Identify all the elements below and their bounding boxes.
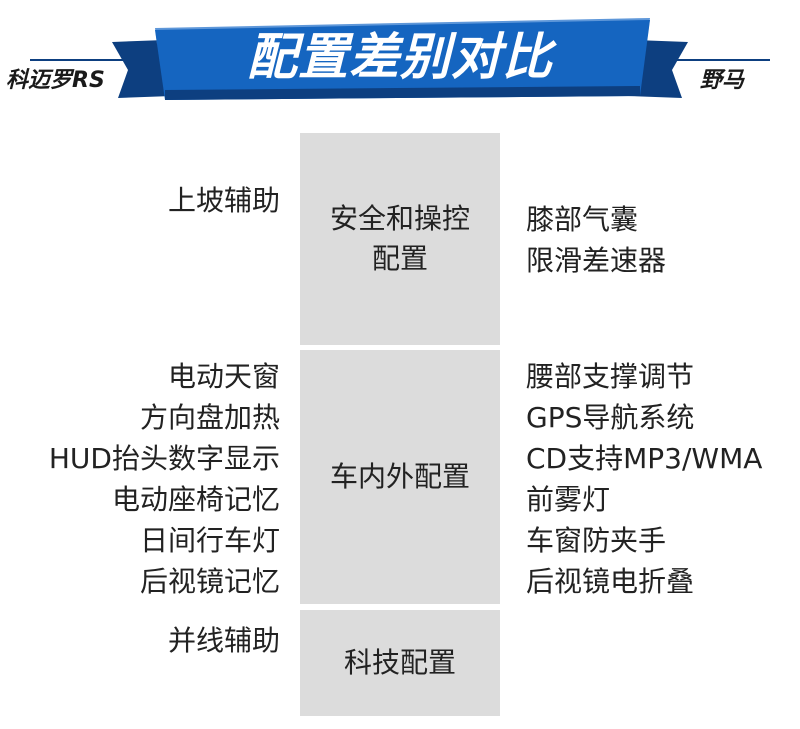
left-car-features-tech: 并线辅助 <box>168 620 280 661</box>
feature-item: 后视镜记忆 <box>139 565 280 598</box>
category-technology: 科技配置 <box>300 610 500 716</box>
right-car-name: 野马 <box>700 68 745 93</box>
feature-item: HUD抬头数字显示 <box>48 442 280 475</box>
category-safety-handling: 安全和操控 配置 <box>300 133 500 345</box>
category-label-line: 科技配置 <box>343 646 456 679</box>
category-label-line: 车内外配置 <box>329 460 470 493</box>
category-interior-exterior: 车内外配置 <box>300 350 500 604</box>
feature-item: 电动座椅记忆 <box>111 483 280 516</box>
feature-item: 方向盘加热 <box>139 401 280 434</box>
feature-item: 并线辅助 <box>167 624 280 657</box>
feature-item: 车窗防夹手 <box>526 524 667 557</box>
feature-item: CD支持MP3/WMA <box>526 442 763 475</box>
title-banner: 配置差别对比 科迈罗RS 野马 <box>0 0 800 110</box>
feature-item: 日间行车灯 <box>139 524 280 557</box>
banner-ribbon-graphic <box>30 18 770 100</box>
banner-title: 配置差别对比 <box>247 28 553 86</box>
right-car-features-interior: 腰部支撑调节 GPS导航系统 CD支持MP3/WMA 前雾灯 车窗防夹手 后视镜… <box>526 356 762 602</box>
feature-item: 限滑差速器 <box>526 244 667 277</box>
right-car-features-safety: 膝部气囊 限滑差速器 <box>526 199 666 281</box>
left-car-name: 科迈罗RS <box>6 68 105 93</box>
feature-item: 膝部气囊 <box>526 203 639 236</box>
feature-item: GPS导航系统 <box>526 401 695 434</box>
feature-item: 后视镜电折叠 <box>526 565 695 598</box>
feature-item: 腰部支撑调节 <box>526 360 695 393</box>
category-label-line: 安全和操控 <box>329 202 470 235</box>
left-car-features-safety: 上坡辅助 <box>168 180 280 221</box>
feature-item: 上坡辅助 <box>167 184 280 217</box>
feature-item: 前雾灯 <box>526 483 611 516</box>
category-label-line: 配置 <box>371 242 428 275</box>
left-car-features-interior: 电动天窗 方向盘加热 HUD抬头数字显示 电动座椅记忆 日间行车灯 后视镜记忆 <box>49 356 280 602</box>
feature-item: 电动天窗 <box>167 360 280 393</box>
